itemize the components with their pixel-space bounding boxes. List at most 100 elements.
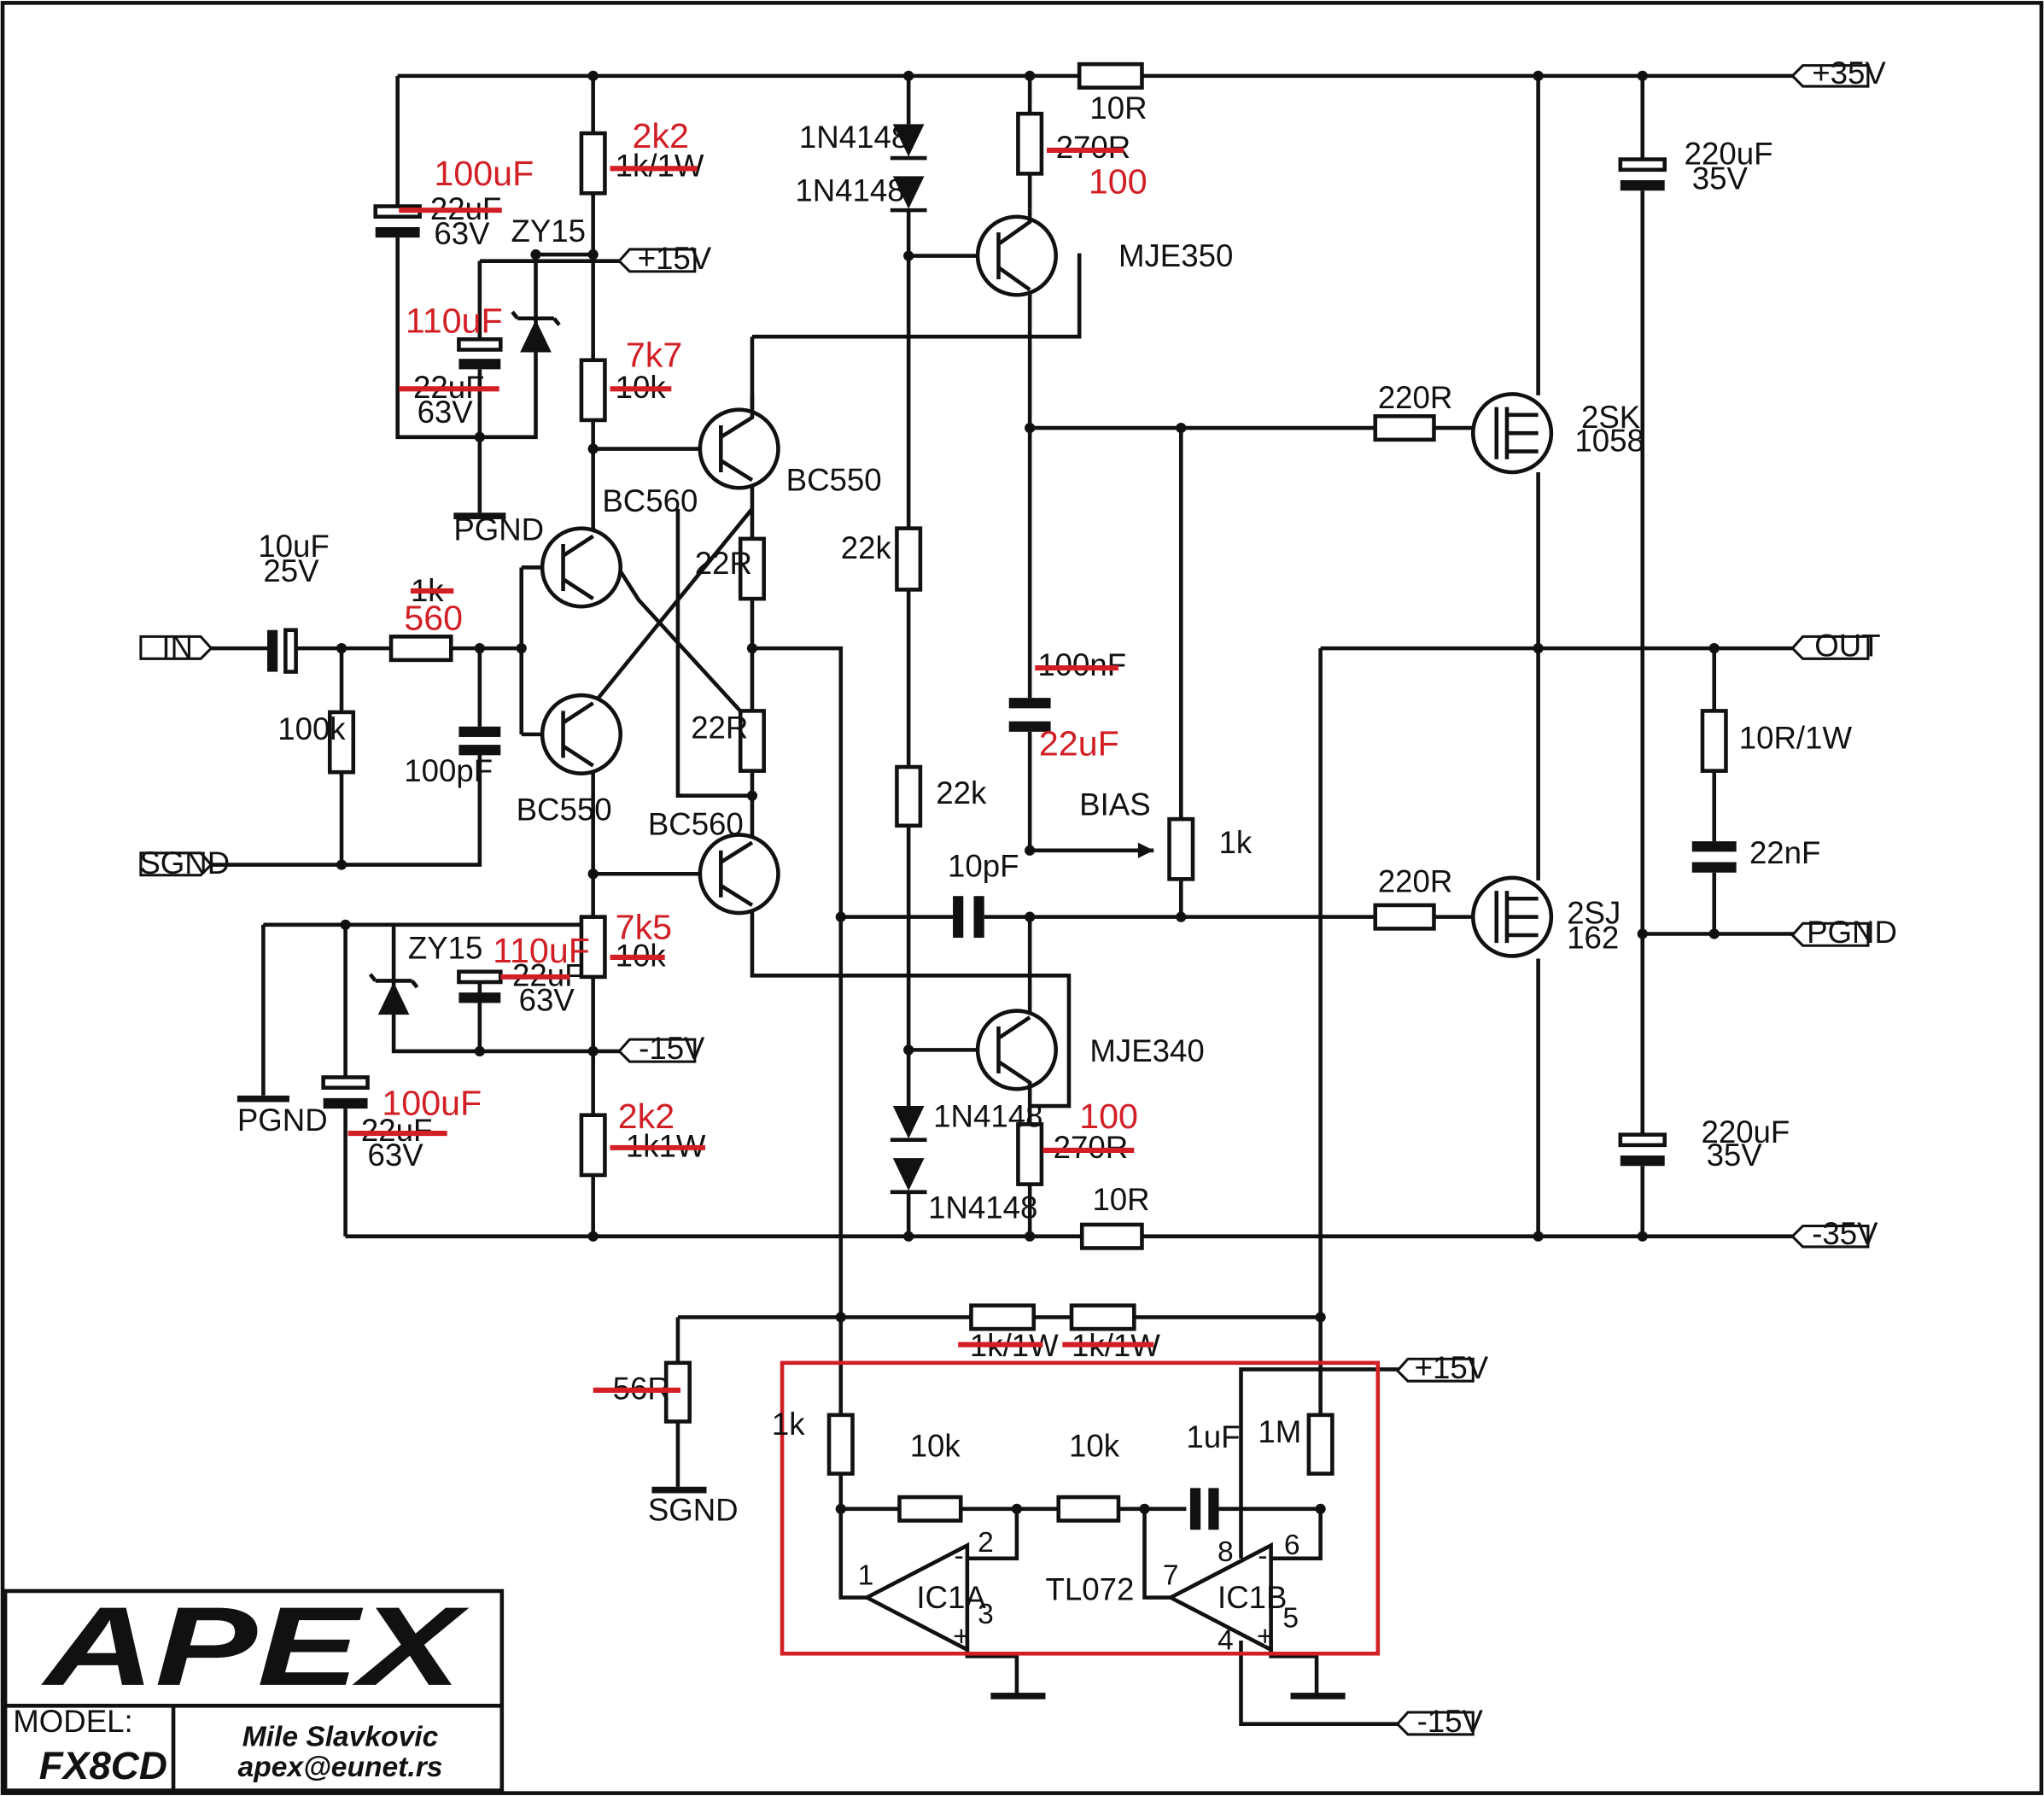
- label-r270b: 270R: [1054, 1130, 1129, 1165]
- label-r10r1w: 10R/1W: [1739, 721, 1853, 756]
- label-c22n: 22nF: [1749, 835, 1820, 870]
- pin-5: 5: [1282, 1603, 1299, 1635]
- port-sgnd: SGND: [139, 845, 230, 880]
- corr-r2k2b: 2k2: [618, 1097, 675, 1136]
- label-c10u: 10uF: [258, 529, 329, 564]
- opamp-highlight-box: [780, 1360, 1381, 1656]
- label-ic1b: IC1B: [1218, 1580, 1287, 1615]
- label-r22k-b: 22k: [936, 775, 987, 810]
- label-ic1a: IC1A: [916, 1580, 986, 1615]
- label-v63-d: 63V: [368, 1138, 424, 1173]
- pin-3: 3: [978, 1599, 994, 1630]
- corr-c22u: 22uF: [1039, 723, 1119, 763]
- label-bias: BIAS: [1079, 787, 1150, 822]
- label-r22r-a: 22R: [695, 546, 752, 581]
- capacitors: [266, 157, 1737, 1530]
- port-minus15-a: -15V: [639, 1031, 705, 1066]
- vas-wiring: [591, 75, 1480, 1487]
- label-pot-1k: 1k: [1219, 825, 1253, 860]
- corr-c100u-a: 100uF: [434, 154, 534, 193]
- label-r-top-10r: 10R: [1089, 91, 1147, 126]
- label-c22u-d-old: 22uF: [361, 1113, 432, 1148]
- label-v63-b: 63V: [418, 395, 474, 430]
- label-c1u: 1uF: [1186, 1419, 1240, 1454]
- label-zy15-b: ZY15: [408, 930, 483, 965]
- diodes: [368, 124, 927, 1195]
- port-plus15-a: +15V: [638, 241, 712, 276]
- port-plus15-b: +15V: [1415, 1350, 1489, 1385]
- label-r22k-a: 22k: [841, 530, 892, 565]
- label-c35v-a: 35V: [1692, 161, 1749, 196]
- label-r10k-c: 10k: [910, 1429, 961, 1464]
- corr-c110u-a: 110uF: [406, 301, 503, 341]
- label-c35v-b: 35V: [1707, 1138, 1763, 1173]
- port-plus35: +35V: [1812, 56, 1886, 91]
- label-sgnd-b: SGND: [648, 1493, 739, 1528]
- strike-lines: [347, 147, 1154, 1393]
- label-bc560-b: BC560: [648, 806, 744, 841]
- port-minus15-b: -15V: [1417, 1704, 1484, 1739]
- label-c220u-a: 220uF: [1685, 137, 1773, 172]
- label-mje340: MJE340: [1089, 1033, 1204, 1068]
- corr-c100u-b: 100uF: [382, 1084, 482, 1123]
- bias-pot-wiper: [1137, 842, 1154, 858]
- corr-r7k7: 7k7: [626, 335, 682, 374]
- corr-r7k5: 7k5: [616, 908, 672, 947]
- junction-dots: [336, 70, 1720, 1514]
- input-wiring: [208, 565, 546, 867]
- label-sj2: 162: [1567, 920, 1619, 955]
- port-flags: +35V -35V OUT PGND IN SGND +15V -15V +15…: [139, 56, 1897, 1739]
- label-c100p: 100pF: [404, 753, 493, 788]
- label-r-bot-10r: 10R: [1092, 1182, 1149, 1217]
- correction-labels: 2k2 100uF 100 110uF 7k7 560 22uF 7k5 110…: [382, 116, 1147, 1136]
- port-out: OUT: [1814, 628, 1880, 663]
- opamp-b-minus: -: [1258, 1540, 1267, 1571]
- label-pgnd-a: PGND: [453, 512, 544, 547]
- label-d3: 1N4148: [933, 1098, 1042, 1133]
- label-r1m: 1M: [1258, 1414, 1301, 1449]
- corr-r2k2a: 2k2: [632, 116, 688, 155]
- label-c100n-old: 100nF: [1037, 647, 1126, 682]
- label-d4: 1N4148: [928, 1190, 1037, 1225]
- supply-wiring: [261, 73, 1803, 1415]
- corr-r100a: 100: [1089, 161, 1148, 201]
- label-r220-b: 220R: [1378, 864, 1453, 899]
- author-email: apex@eunet.rs: [238, 1752, 443, 1783]
- label-c220u-b: 220uF: [1701, 1114, 1790, 1150]
- label-sk2: 1058: [1574, 424, 1644, 459]
- label-r10k-d: 10k: [1069, 1429, 1120, 1464]
- label-tl072: TL072: [1045, 1572, 1134, 1607]
- model-name: FX8CD: [39, 1744, 167, 1787]
- port-in: IN: [161, 629, 193, 664]
- author-name: Mile Slavkovic: [242, 1722, 439, 1753]
- label-r22r-b: 22R: [691, 710, 748, 745]
- label-bc550-a: BC550: [786, 462, 882, 497]
- pin-1: 1: [858, 1559, 874, 1591]
- pin-7: 7: [1163, 1559, 1179, 1591]
- label-c25v: 25V: [263, 553, 319, 588]
- label-pgnd-b: PGND: [237, 1103, 328, 1138]
- label-v63-a: 63V: [434, 216, 490, 251]
- label-v63-c: 63V: [519, 983, 575, 1018]
- label-d2: 1N4148: [795, 173, 904, 208]
- ground-symbols: [237, 512, 1346, 1699]
- transistors: [540, 208, 1554, 1115]
- port-pgnd: PGND: [1807, 915, 1897, 950]
- label-sj1: 2SJ: [1567, 895, 1621, 930]
- label-r2k2a-old: 1k/1W: [616, 148, 704, 183]
- pin-4: 4: [1218, 1625, 1234, 1657]
- opamp-a-minus: -: [955, 1540, 964, 1571]
- opamp-b-plus: +: [1257, 1621, 1274, 1653]
- label-bc550-b: BC550: [517, 793, 612, 828]
- pin-2: 2: [978, 1527, 994, 1559]
- pin-8: 8: [1218, 1536, 1234, 1568]
- label-bc560-a: BC560: [602, 483, 698, 518]
- label-d1: 1N4148: [799, 120, 908, 155]
- corr-c110u-b: 110uF: [493, 931, 590, 970]
- corr-r100b: 100: [1079, 1097, 1138, 1136]
- label-mje350: MJE350: [1118, 238, 1233, 273]
- label-r270a: 270R: [1056, 130, 1131, 165]
- corr-r560: 560: [404, 599, 463, 638]
